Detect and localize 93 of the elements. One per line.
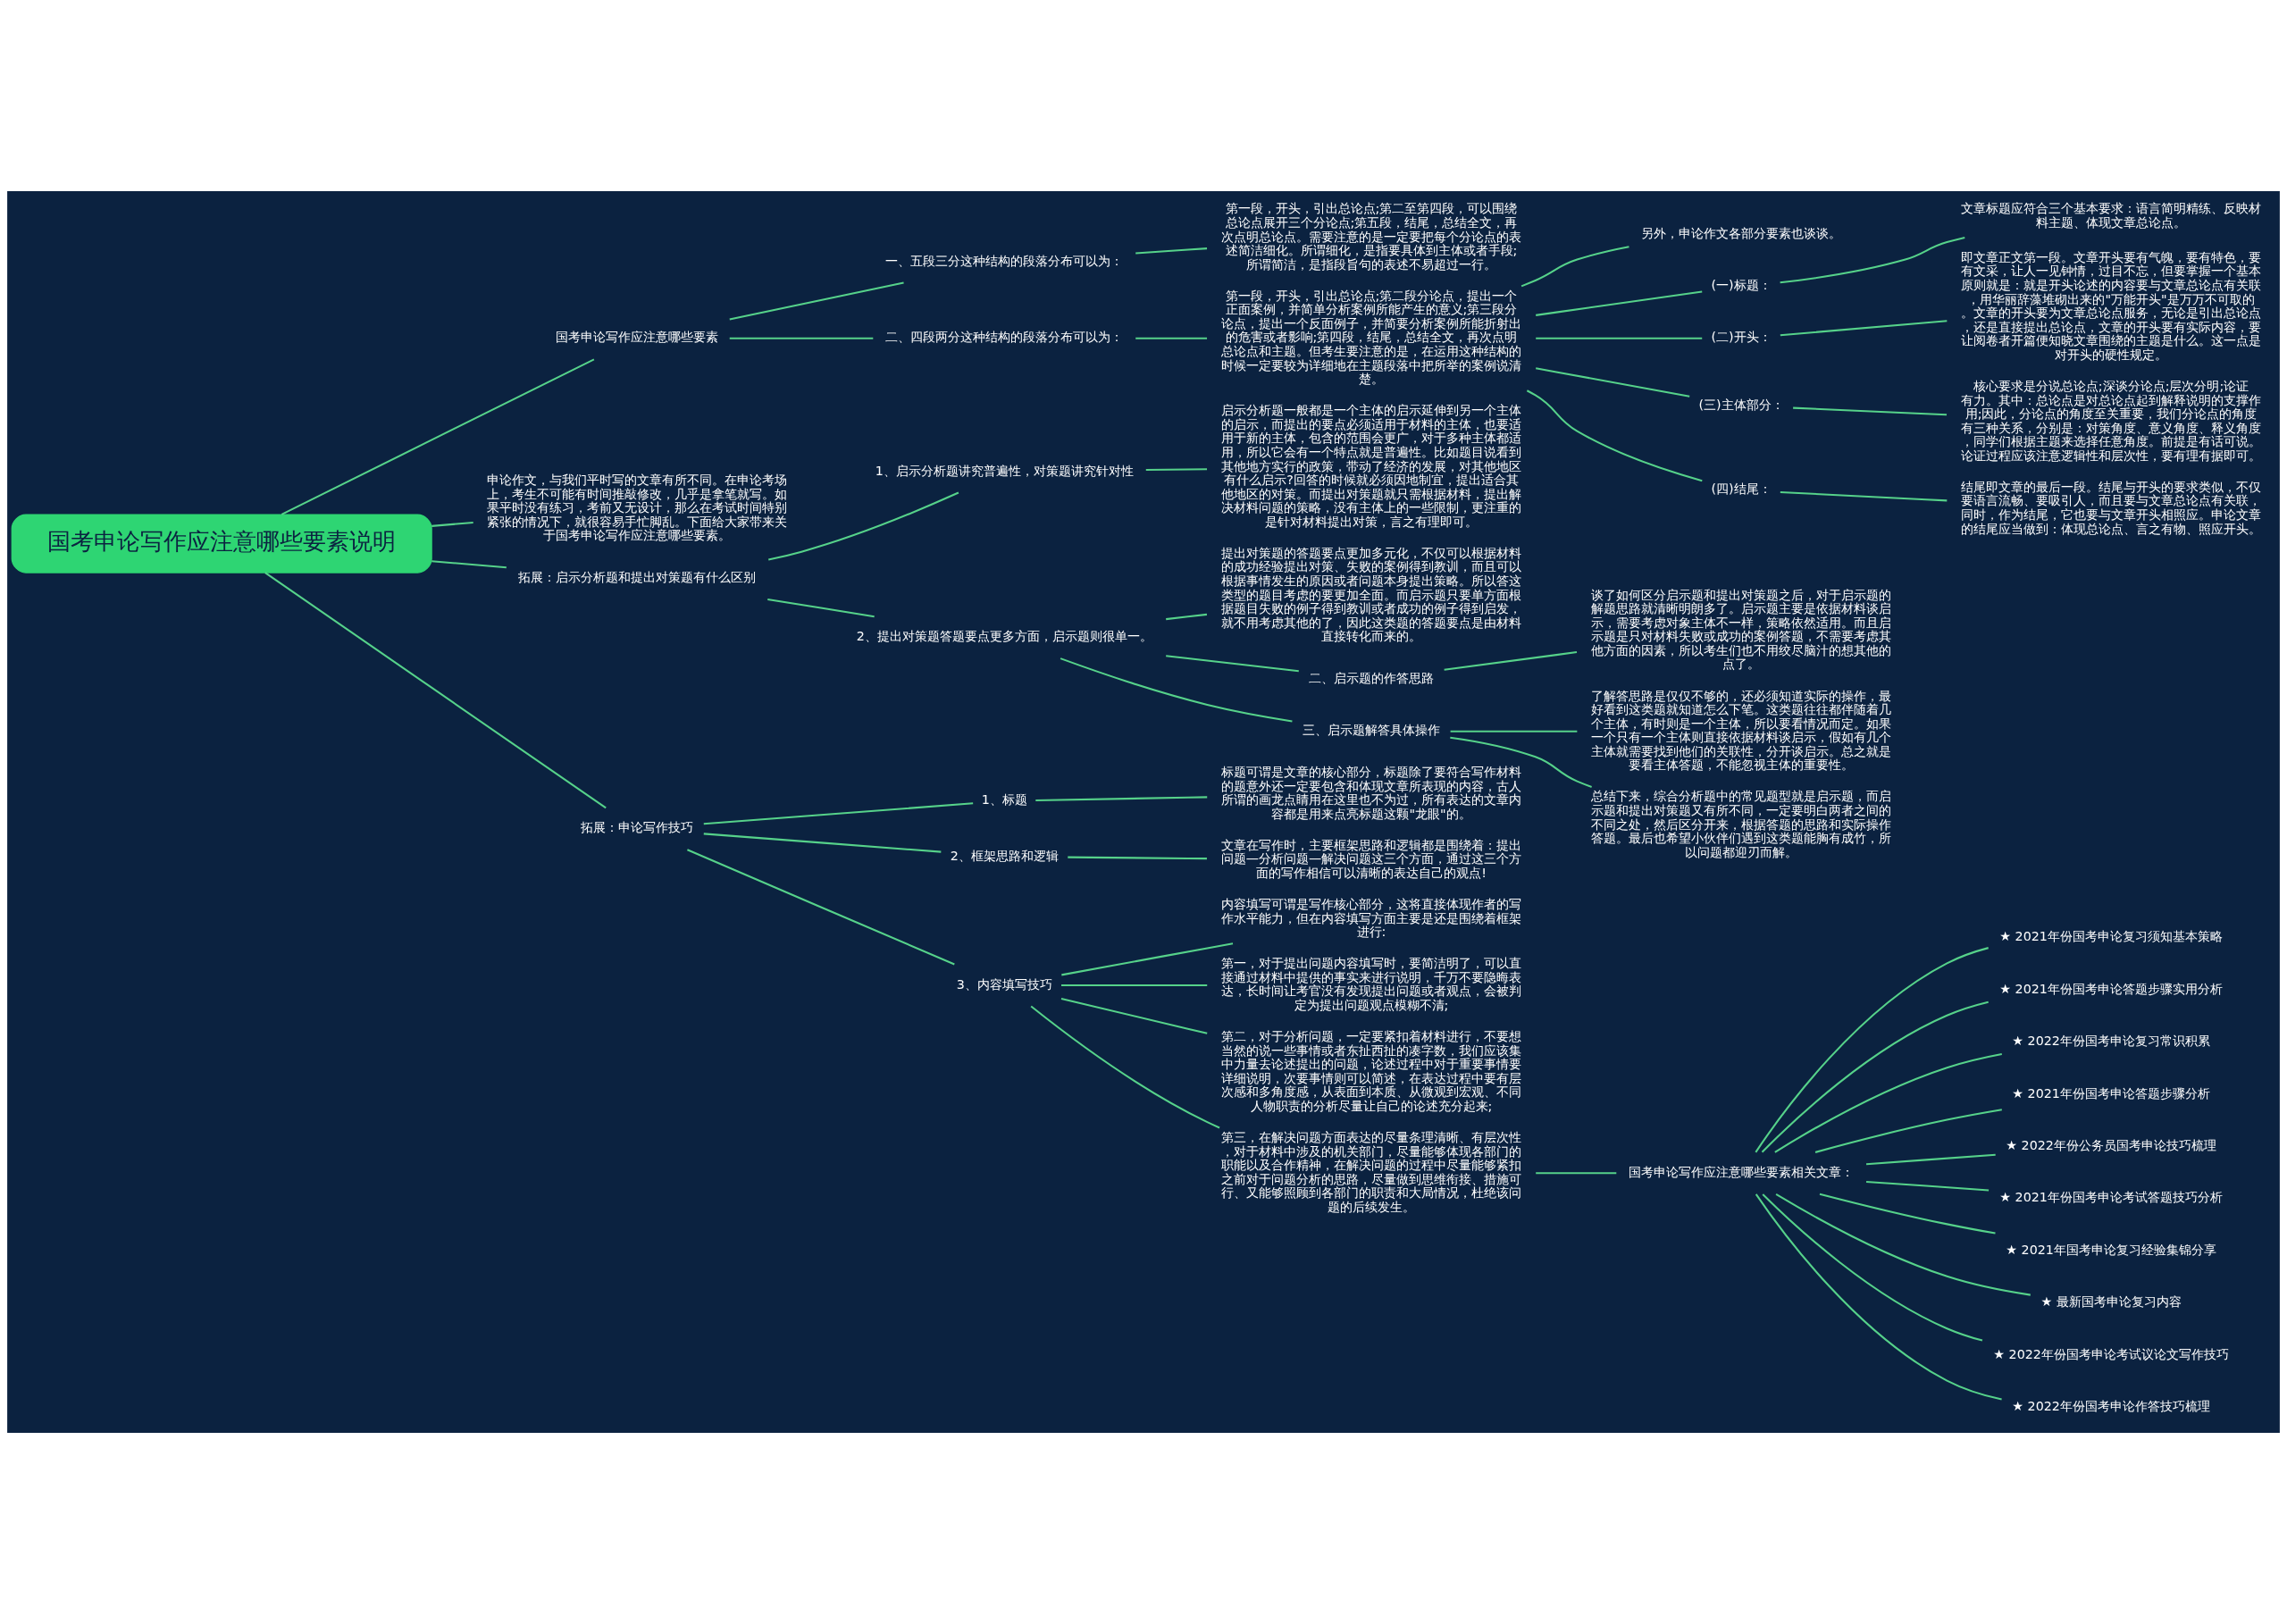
node-text: 第一，对于提出问题内容填写时，要简洁明了，可以直接通过材料中提供的事实来进行说明，千万不要隐晦表达，长时间让考官没有发现提出问题或者观点，会被判定为提出问题观点模糊不清;: [1221, 956, 1522, 1013]
connector: [1135, 247, 1208, 255]
node-text: 核心要求是分说总论点;深谈分论点;层次分明;论证有力。其中：总论点是对总论点起到解释说明的支撑作用;因此，分论点的角度至关重要，我们分论点的角度有三种关系，分别是：对策角度、意义角度、释义角度，同学们根据主题来选择任意角度。前提是有话可说。论证过程应该注意逻辑性和层次性，要有理有据即可。: [1961, 378, 2262, 463]
node-text: 拓展：申论写作技巧: [581, 820, 694, 835]
connector: [1755, 1193, 2002, 1401]
node-text: ★ 2022年份国考申论作答技巧梳理: [2012, 1399, 2210, 1414]
connector: [1061, 942, 1234, 976]
node-text: 文章在写作时，主要框架思路和逻辑都是围绕着：提出问题—分析问题—解决问题这三个方面，通过这三个方面的写作相信可以清晰的表达自己的观点!: [1220, 837, 1522, 881]
connector: [1536, 1172, 1617, 1175]
node-text: 总结下来，综合分析题中的常见题型就是启示题，而启示题和提出对策题又有所不同，一定要明白两者之间的不同之处，然后区分开来，根据答题的思路和实际操作答题。最后也希望小伙伴们遇到这类题能胸有成竹，所以问题都迎刃而解。: [1591, 789, 1892, 859]
node-text: 1、启示分析题讲究普遍性，对策题讲究针对性: [875, 463, 1134, 478]
connector: [1536, 367, 1690, 398]
connector: [1030, 1005, 1220, 1129]
connector: [1145, 468, 1208, 472]
node-text: ★ 2022年份国考申论复习常识积累: [2012, 1034, 2210, 1049]
node-text: 启示分析题一般都是一个主体的启示延伸到另一个主体的启示，而提出的要点必须适用于材料的主体，也要适用于新的主体，包含的范围会更广，对于多种主体都适用，所以它会有一个特点就是普遍性。比如题目说看到其他地方实行的政策，带动了经济的发展，对其他地区有什么启示?回答的时候就必须因地制宜，提出适合其他地区的对策。而提出对策题就只需根据材料，提出解决材料问题的策略，没有主体上的一些限制，更注重的是针对材料提出对策，言之有理即可。: [1221, 403, 1522, 529]
connector: [431, 521, 473, 527]
connector: [1814, 1109, 2002, 1153]
connector: [281, 358, 595, 515]
connector: [687, 849, 955, 966]
node-text: 2、提出对策题答题要点更多方面，启示题则很单一。: [856, 629, 1152, 644]
node-text: (四)结尾：: [1711, 481, 1772, 497]
connector: [1068, 856, 1207, 860]
node-text: ★ 2021年份国考申论考试答题技巧分析: [1999, 1190, 2223, 1205]
node-text: ★ 2021年国考申论复习经验集锦分享: [2006, 1242, 2216, 1257]
node-text: 拓展：启示分析题和提出对策题有什么区别: [518, 570, 757, 585]
connector: [1135, 337, 1208, 339]
connector: [431, 560, 507, 569]
node-text: 标题可谓是文章的核心部分，标题除了要符合写作材料的题意外还一定要包含和体现文章所表现的内容，古人所谓的画龙点睛用在这里也不为过，所有表达的文章内容都是用来点亮标题这颗"龙眼"的。: [1221, 765, 1522, 821]
connector: [1060, 657, 1293, 723]
node-text: 第三，在解决问题方面表达的尽量条理清晰、有层次性，对于材料中涉及的机关部门，尽量能够体现各部门的职能以及合作精神，在解决问题的过程中尽量能够紧扣之前对于问题分析的思路，尽量做到思维衔接、措施可行、又能够照顾到各部门的职责和大局情况，杜绝该问题的后续发生。: [1221, 1129, 1522, 1214]
node-text: (二)开头：: [1711, 330, 1772, 345]
connector: [1866, 1180, 1990, 1192]
connector: [1450, 730, 1578, 732]
node-text: ★ 最新国考申论复习内容: [2040, 1294, 2182, 1310]
connector: [1526, 389, 1703, 482]
node-text: (三)主体部分：: [1698, 397, 1784, 412]
node-text: 文章标题应符合三个基本要求：语言简明精练、反映材料主题、体现文章总论点。: [1961, 201, 2262, 230]
connector: [729, 281, 904, 321]
node-text: 申论作文，与我们平时写的文章有所不同。在申论考场上，考生不可能有时间推敲修改，几乎是拿笔就写。如果平时没有练习，考前又无设计，那么在考试时间特别紧张的情况下，就很容易手忙脚乱。下面给大家带来关于国考申论写作应注意哪些要素。: [487, 473, 788, 543]
connector: [1166, 655, 1299, 673]
connector: [1819, 1193, 1996, 1235]
connector: [1166, 613, 1208, 621]
connector: [729, 337, 874, 339]
connector: [1450, 736, 1592, 788]
connector: [1866, 1153, 1996, 1166]
node-text: 国考申论写作应注意哪些要素: [556, 330, 719, 345]
connector: [1775, 1193, 2031, 1296]
connector: [1755, 947, 1989, 1153]
connector: [1060, 997, 1208, 1034]
connector: [1780, 236, 1965, 284]
connector: [1444, 651, 1578, 671]
node-text: (一)标题：: [1711, 278, 1772, 293]
node-text: 即文章正文第一段。文章开头要有气魄，要有特色，要有文采，让人一见钟情，过目不忘，但要掌握一个基本原则就是：就是开头论述的内容要与文章总论点有关联，用华丽辞藻堆砌出来的"万能开头"是万万不可取的。文章的开头要为文章总论点服务，无论是引出总论点，还是直接提出总论点，文章的开头要有实际内容，要让阅卷者开篇便知晓文章围绕的主题是什么。这一点是对开头的硬性规定。: [1961, 249, 2262, 362]
node-text: 二、启示题的作答思路: [1309, 671, 1435, 686]
connector: [768, 491, 959, 561]
connector: [1536, 290, 1703, 316]
node-text: ★ 2021年份国考申论复习须知基本策略: [1999, 929, 2223, 944]
node-text: ★ 2021年份国考申论答题步骤分析: [2012, 1085, 2210, 1101]
node-text: ★ 2022年份公务员国考申论技巧梳理: [2006, 1138, 2216, 1153]
connector: [703, 802, 974, 825]
node-text: 内容填写可谓是写作核心部分，这将直接体现作者的写作水平能力，但在内容填写方面主要是还是围绕着框架进行:: [1221, 897, 1522, 940]
connector: [1780, 320, 1948, 337]
connector: [1780, 490, 1948, 502]
connector: [1793, 406, 1948, 416]
node-text: 第一段，开头，引出总论点;第二段分论点，提出一个正面案例，并简单分析案例所能产生的意义;第三段分论点，提出一个反面例子，并简要分析案例所能折射出的危害或者影响;第四段，结尾，总结全文，再次点明总论点和主题。但考生要注意的是，在运用这种结构的时候一定要较为详细地在主题段落中把所举的案例说清楚。: [1221, 288, 1522, 387]
node-text: 1、标题: [981, 792, 1027, 808]
node-text: 谈了如何区分启示题和提出对策题之后，对于启示题的解题思路就清晰明朗多了。启示题主要是依据材料谈启示，需要考虑对象主体不一样，策略依然适用。而且启示题是只对材料失败或成功的案例答题，不需要考虑其他方面的因素，所以考生们也不用绞尽脑汁的想其他的点了。: [1591, 587, 1892, 672]
node-text: 另外，申论作文各部分要素也谈谈。: [1641, 225, 1842, 240]
connector: [1520, 246, 1629, 288]
node-text: ★ 2021年份国考申论答题步骤实用分析: [1999, 981, 2223, 996]
node-text: 国考申论写作应注意哪些要素相关文章：: [1629, 1164, 1855, 1179]
connector: [703, 833, 942, 853]
node-text: 3、内容填写技巧: [956, 976, 1052, 992]
node-text: 一、五段三分这种结构的段落分布可以为：: [885, 253, 1124, 268]
node-text: 结尾即文章的最后一段。结尾与开头的要求类似，不仅要语言流畅、要吸引人，而且要与文章总论点有关联，同时，作为结尾，它也要与文章开头相照应。申论文章的结尾应当做到：体现总论点、言之有物、照应开头。: [1961, 479, 2262, 536]
connector: [767, 598, 875, 618]
connector: [1762, 1193, 1983, 1342]
connector: [1536, 337, 1703, 339]
node-text: 2、框架思路和逻辑: [950, 848, 1059, 863]
node-box: 国考申论写作应注意哪些要素说明: [11, 514, 432, 573]
connector: [1761, 1000, 1989, 1153]
node-text: 第二，对于分析问题，一定要紧扣着材料进行，不要想当然的说一些事情或者东扯西扯的凑字数，我们应该集中力量去论述提出的问题，论述过程中对于重要事情要详细说明，次要事情则可以简述，在表达过程中要有层次感和多角度感，从表面到本质、从微观到宏观、不同人物职责的分析尽量让自己的论述充分起来;: [1221, 1029, 1522, 1113]
connector: [264, 572, 607, 809]
node-text: 了解答思路是仅仅不够的，还必须知道实际的操作，最好看到这类题就知道怎么下笔。这类题往往都伴随着几个主体，有时则是一个主体，所以要看情况而定。如果一个只有一个主体则直接依据材料谈启示，假如有几个主体就需要找到他们的关联性，分开谈启示。总之就是要看主体答题，不能忽视主体的重要性。: [1591, 688, 1892, 773]
connector: [1774, 1052, 2002, 1153]
connector: [1061, 984, 1208, 987]
node-text: 提出对策题的答题要点更加多元化，不仅可以根据材料的成功经验提出对策、失败的案例得到教训，而且可以根据事情发生的原因或者问题本身提出策略。所以答这类型的题目考虑的要更加全面。而启示题只要单方面根据题目失败的例子得到教训或者成功的例子得到启发，就不用考虑其他的了，因此这类题的答题要点是由材料直接转化而来的。: [1221, 545, 1522, 644]
node-text: 第一段，开头，引出总论点;第二至第四段，可以围绕总论点展开三个分论点;第五段，结尾，总结全文，再次点明总论点。需要注意的是一定要把每个分论点的表述简洁细化。所谓细化，是指要具体到主体或者手段;所谓简洁，是指段旨句的表述不易超过一行。: [1221, 201, 1522, 272]
node-text: 三、启示题解答具体操作: [1303, 723, 1441, 738]
node-text: ★ 2022年份国考申论考试议论文写作技巧: [1993, 1346, 2229, 1361]
connector: [1035, 796, 1208, 802]
node-text: 二、四段两分这种结构的段落分布可以为：: [885, 330, 1124, 345]
